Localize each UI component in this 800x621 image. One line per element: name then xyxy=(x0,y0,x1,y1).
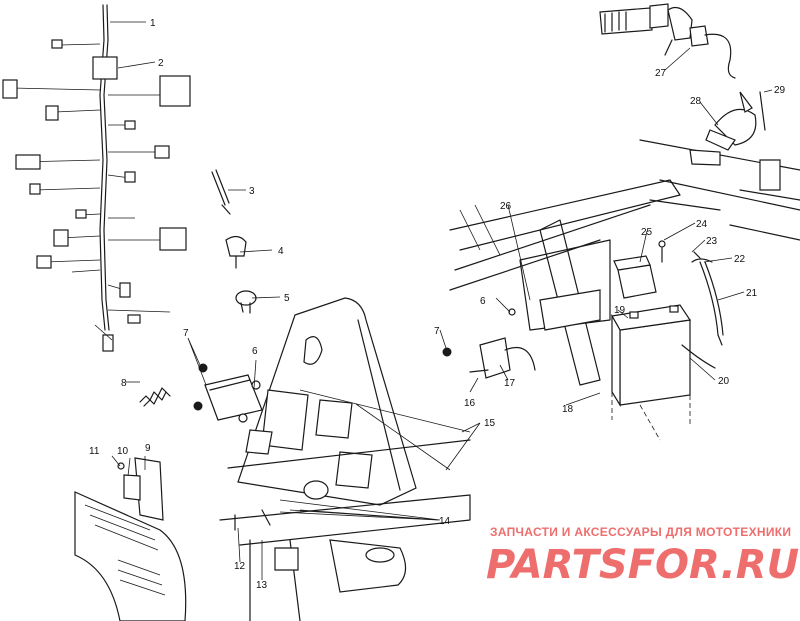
callout-6-second: 6 xyxy=(480,296,486,307)
watermark-logo: PARTSFOR.RU xyxy=(486,542,799,588)
battery xyxy=(611,304,692,441)
horn xyxy=(705,91,766,151)
callout-15: 15 xyxy=(484,418,496,429)
callout-5: 5 xyxy=(284,293,290,304)
callout-28: 28 xyxy=(690,96,702,107)
callout-16: 16 xyxy=(464,398,476,409)
fender-flap xyxy=(74,457,187,621)
callout-3: 3 xyxy=(249,186,255,197)
callout-12: 12 xyxy=(234,561,246,572)
callout-25: 25 xyxy=(641,227,653,238)
callout-10: 10 xyxy=(117,446,129,457)
callout-19: 19 xyxy=(614,305,626,316)
callout-4: 4 xyxy=(278,246,284,257)
rear-frame xyxy=(449,139,800,386)
callout-8: 8 xyxy=(121,378,127,389)
frame-lower xyxy=(219,439,471,621)
callout-labels: 1 2 3 4 5 6 7 8 9 10 11 12 13 14 15 16 1… xyxy=(89,18,786,591)
spring-part-8 xyxy=(139,387,171,407)
callout-7-second: 7 xyxy=(434,326,440,337)
callout-18: 18 xyxy=(562,404,574,415)
relay-part-4 xyxy=(225,235,247,269)
battery-cables xyxy=(658,240,724,369)
sensor-part-3 xyxy=(211,169,231,215)
callout-17: 17 xyxy=(504,378,516,389)
leader-lines xyxy=(110,21,773,580)
callout-22: 22 xyxy=(734,254,746,265)
callout-1: 1 xyxy=(150,18,156,29)
watermark: ЗАПЧАСТИ И АКСЕССУАРЫ ДЛЯ МОТОТЕХНИКИ PA… xyxy=(486,525,799,588)
callout-7: 7 xyxy=(183,328,189,339)
callout-29: 29 xyxy=(774,85,786,96)
callout-27: 27 xyxy=(655,68,667,79)
callout-26: 26 xyxy=(500,201,512,212)
callout-6: 6 xyxy=(252,346,258,357)
callout-11: 11 xyxy=(89,446,100,457)
callout-24: 24 xyxy=(696,219,708,230)
callout-2: 2 xyxy=(158,58,164,69)
side-panel xyxy=(237,297,471,506)
callout-20: 20 xyxy=(718,376,730,387)
callout-9: 9 xyxy=(145,443,151,454)
callout-13: 13 xyxy=(256,580,268,591)
cdi-module xyxy=(193,363,263,423)
battery-pad xyxy=(613,255,657,299)
callout-23: 23 xyxy=(706,236,718,247)
watermark-tagline: ЗАПЧАСТИ И АКСЕССУАРЫ ДЛЯ МОТОТЕХНИКИ xyxy=(490,525,791,539)
bracket-part-5 xyxy=(235,290,257,314)
callout-14: 14 xyxy=(439,516,451,527)
wiring-harness xyxy=(2,4,191,352)
handlebar-switch xyxy=(599,3,736,79)
callout-21: 21 xyxy=(746,288,758,299)
small-parts xyxy=(139,169,257,407)
starter-solenoid xyxy=(442,308,536,379)
